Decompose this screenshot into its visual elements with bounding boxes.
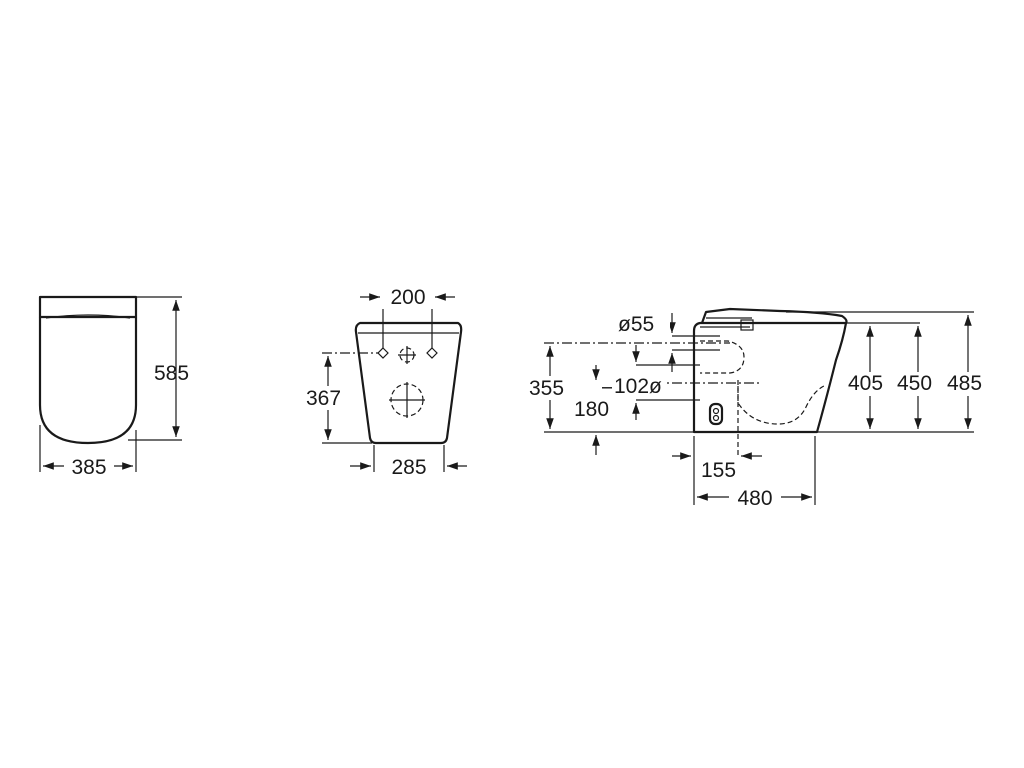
label-mask — [895, 372, 941, 396]
side-view-overall-depth-label: 480 — [737, 487, 772, 510]
top-view-outline — [38, 295, 138, 445]
side-view: ø55 355 – 102ø 180 405 450 485 155 480 — [527, 307, 991, 510]
side-view-waste-diameter-label: 102ø — [614, 375, 662, 398]
top-view: 585 385 — [38, 295, 189, 479]
side-view-hidden-lines — [700, 340, 827, 460]
side-view-waste-height-label: 180 — [574, 398, 609, 421]
fixing-point-left-icon — [377, 347, 389, 359]
label-mask — [729, 487, 781, 509]
side-view-overall-height-label: 485 — [947, 372, 982, 395]
top-view-depth-label: 585 — [154, 362, 189, 385]
side-view-supply-diameter-label: ø55 — [618, 313, 654, 336]
side-view-supply-height-label: 355 — [529, 377, 564, 400]
label-mask — [612, 375, 666, 399]
label-mask — [64, 455, 114, 477]
rear-view-fixing-height-label: 367 — [306, 387, 341, 410]
label-mask — [572, 397, 620, 421]
label-mask — [699, 458, 745, 482]
side-view-dimension-lines — [544, 311, 974, 505]
label-mask — [527, 376, 575, 400]
top-view-width-label: 385 — [71, 456, 106, 479]
side-view-bowl-height-label: 405 — [848, 372, 883, 395]
rear-view-base-width-label: 285 — [391, 456, 426, 479]
rear-view: 200 367 285 — [303, 286, 467, 479]
fixing-point-right-icon — [426, 347, 438, 359]
label-mask — [303, 386, 351, 410]
label-mask — [945, 372, 991, 396]
rear-view-outline — [354, 321, 463, 445]
side-view-seat-height-label: 450 — [897, 372, 932, 395]
control-button-icon — [708, 402, 724, 426]
rear-view-fixing-spacing-label: 200 — [390, 286, 425, 309]
side-view-waste-dash: – — [602, 375, 614, 398]
side-view-waste-offset-label: 155 — [701, 459, 736, 482]
side-view-outline — [692, 307, 848, 434]
rear-view-fixings — [377, 309, 438, 418]
label-mask — [846, 372, 892, 396]
label-mask — [614, 313, 670, 335]
